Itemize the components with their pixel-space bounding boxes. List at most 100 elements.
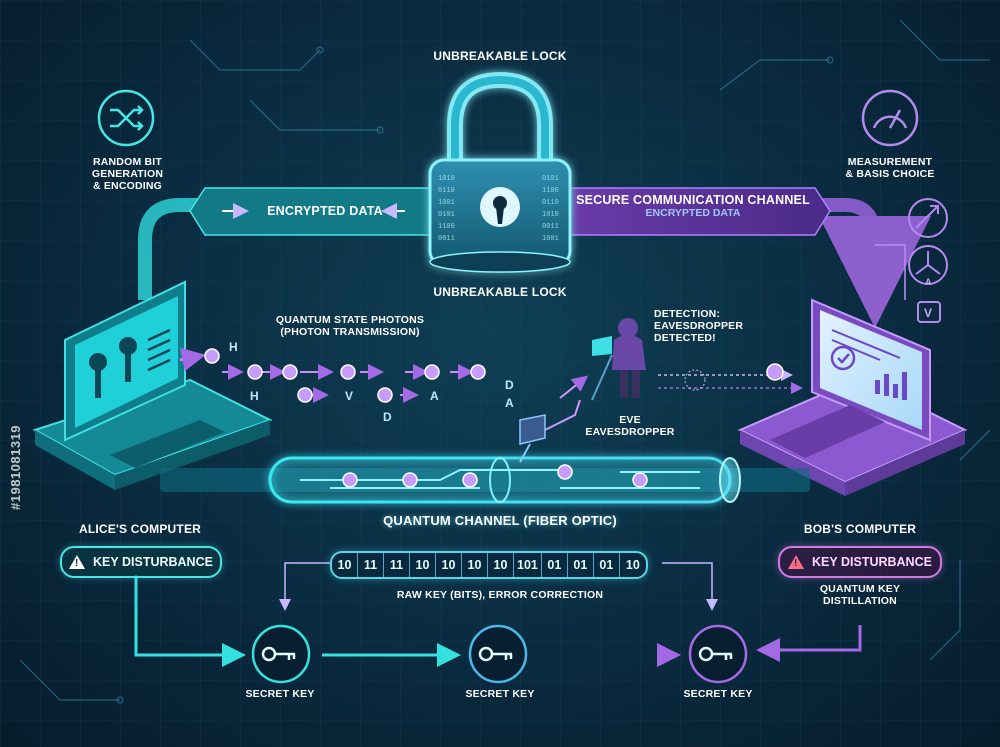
photon (282, 364, 298, 380)
quantum-channel-label: QUANTUM CHANNEL (FIBER OPTIC) (383, 513, 617, 528)
bit-cell: 10 (332, 553, 358, 577)
key-disturbance-right: ! KEY DISTURBANCE (778, 546, 942, 578)
photon-layer (204, 348, 486, 403)
bit-cell: 10 (625, 558, 640, 572)
circuit-traces (19, 19, 991, 704)
alice-laptop-icon (32, 280, 273, 490)
svg-text:1010: 1010 (438, 175, 455, 183)
basis-icons (875, 198, 948, 323)
secure-channel-label: SECURE COMMUNICATION CHANNEL (576, 193, 810, 207)
photon-letter: H (229, 340, 238, 354)
fiber-photon (557, 464, 573, 480)
quantum-photons-label: QUANTUM STATE PHOTONS (PHOTON TRANSMISSI… (275, 314, 425, 338)
bit-cell: 01 (594, 553, 620, 577)
secret-key-label-2: SECRET KEY (465, 688, 535, 700)
random-bit-label: RANDOM BIT GENERATION & ENCODING (91, 156, 164, 192)
svg-text:0101: 0101 (438, 211, 455, 219)
key-icon (688, 624, 748, 684)
photon (470, 364, 486, 380)
photon-letter: A (430, 389, 439, 403)
photon-letter: H (250, 389, 259, 403)
measurement-label: MEASUREMENT & BASIS CHOICE (845, 156, 935, 180)
photon-letter: A (505, 396, 514, 410)
warning-icon: ! (788, 555, 805, 569)
key-disturbance-left: ! KEY DISTURBANCE (60, 546, 222, 578)
basis-diagonal-icon (908, 198, 948, 238)
bit-cell: 01 (568, 553, 594, 577)
key-icons (251, 624, 748, 684)
svg-text:0011: 0011 (542, 223, 559, 231)
photon (297, 387, 313, 403)
secret-key-label-1: SECRET KEY (245, 688, 315, 700)
gauge-icon (861, 89, 919, 147)
secure-channel-sublabel: ENCRYPTED DATA (645, 207, 741, 219)
v-icon-letter: V (924, 306, 933, 320)
padlock-icon: 1010 0110 1001 0101 1100 0011 0101 1100 0110 101… (428, 71, 572, 273)
secret-key-label-3: SECRET KEY (683, 688, 753, 700)
bob-loop-pipe (800, 198, 931, 328)
svg-text:1001: 1001 (542, 235, 559, 243)
photon (247, 364, 263, 380)
key-disturbance-right-label: KEY DISTURBANCE (812, 555, 932, 569)
detection-arrows (658, 363, 803, 394)
svg-text:1001: 1001 (438, 199, 455, 207)
photon-stream-arrows (222, 364, 474, 403)
eve-label: EVE EAVESDROPPER (585, 414, 675, 438)
svg-text:1010: 1010 (542, 211, 559, 219)
svg-text:0011: 0011 (438, 235, 455, 243)
alice-label: ALICE'S COMPUTER (78, 522, 202, 536)
v-icon (917, 301, 941, 323)
encrypted-data-label: ENCRYPTED DATA (267, 204, 383, 218)
svg-text:0110: 0110 (542, 199, 559, 207)
bit-cell: 10 (436, 553, 462, 577)
bob-laptop-icon (737, 298, 968, 496)
bit-cell: 10 (462, 553, 488, 577)
lock-title-bottom: UNBREAKABLE LOCK (433, 285, 567, 299)
secure-channel-label-group: SECURE COMMUNICATION CHANNEL ENCRYPTED D… (568, 193, 818, 219)
basis-icon-letter: A (925, 277, 932, 287)
basis-axis-icon (908, 245, 948, 285)
bit-cell: 01 (542, 553, 568, 577)
bit-cell: 101 (514, 553, 542, 577)
chart-icon (875, 372, 907, 400)
bit-cell: 11 (358, 553, 384, 577)
hacker-icon (591, 318, 646, 401)
warning-icon: ! (69, 555, 86, 569)
watermark-id: #1981081319 (8, 424, 23, 510)
photon (340, 364, 356, 380)
fiber-photon (402, 472, 418, 488)
encrypted-data-banner (189, 187, 431, 236)
alice-loop-pipe (138, 198, 240, 300)
shuffle-icon (97, 89, 155, 147)
photon-letter: D (383, 410, 392, 424)
tube-photon-layer (342, 464, 648, 488)
photon (424, 364, 440, 380)
fiber-photon (342, 472, 358, 488)
fiber-optic-tube (160, 456, 810, 504)
key-disturbance-left-label: KEY DISTURBANCE (93, 555, 213, 569)
svg-text:1100: 1100 (542, 187, 559, 195)
svg-text:0110: 0110 (438, 187, 455, 195)
key-icon (251, 624, 311, 684)
raw-key-label: RAW KEY (BITS), ERROR CORRECTION (396, 589, 604, 601)
tap-device-icon (519, 375, 589, 463)
photon-letter: D (505, 378, 514, 392)
photon (204, 348, 220, 364)
svg-text:0101: 0101 (542, 175, 559, 183)
distillation-label: QUANTUM KEY DISTILLATION (819, 583, 901, 607)
bit-cell: 10 (410, 553, 436, 577)
photon-letter: V (345, 389, 354, 403)
bit-cell: 11 (384, 553, 410, 577)
svg-text:1100: 1100 (438, 223, 455, 231)
bob-label: BOB'S COMPUTER (803, 522, 917, 536)
detection-label: DETECTION: EAVESDROPPER DETECTED! (654, 308, 744, 344)
key-flow-lines (134, 562, 862, 667)
photon (377, 387, 393, 403)
fiber-photon (632, 472, 648, 488)
lock-title-top: UNBREAKABLE LOCK (433, 49, 567, 63)
key-icon (468, 624, 528, 684)
bit-cell: 10 (488, 553, 514, 577)
